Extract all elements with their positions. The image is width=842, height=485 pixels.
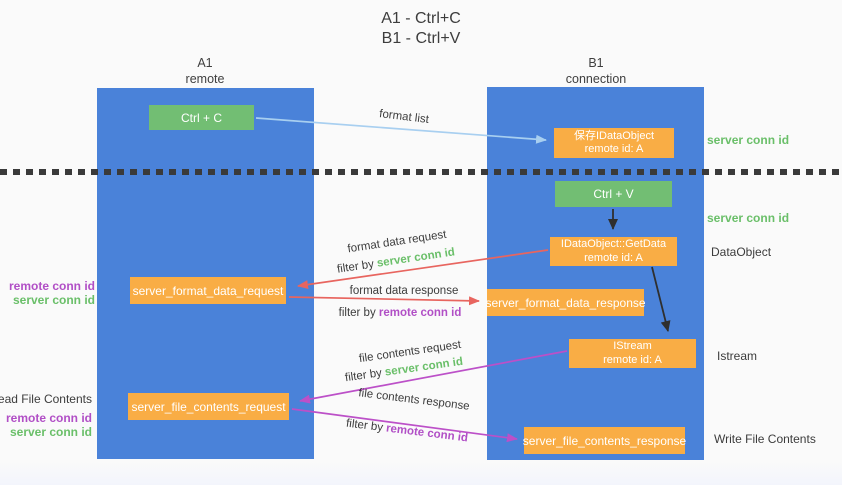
label-dataobject: DataObject [711,245,772,259]
label-istream: Istream [717,349,758,363]
filter-by-text-3: filter by [344,367,383,385]
arrow-label-filter-remote-conn-id-1: filter by remote conn id [339,307,462,319]
diagram-title: A1 - Ctrl+C B1 - Ctrl+V [0,9,842,50]
node-ctrl-c-label: Ctrl + C [180,110,222,125]
remote-conn-id-key-1: remote conn id [378,307,462,319]
filter-by-text-2: filter by [338,307,376,319]
lane-b1-title: B1 [588,56,604,70]
lane-a1-title: A1 [197,56,213,70]
node-ctrl-c: Ctrl + C [149,105,254,130]
node-file-response-label: server_file_contents_response [522,433,687,448]
format-data-response-arrow [288,296,480,306]
lane-b1-subtitle: connection [565,71,627,86]
arrow-label-file-contents-response: file contents response [357,387,471,413]
label-remote-conn-id-file: remote conn id [5,411,92,425]
node-server-file-contents-request: server_file_contents_request [128,393,289,420]
label-server-conn-id-top: server conn id [707,133,790,147]
node-idataobject-getdata: IDataObject::GetData remote id: A [550,237,677,266]
title-line-ctrl-v: B1 - Ctrl+V [381,30,461,48]
lane-a1-subtitle: remote [185,71,225,86]
machine-boundary-divider [0,169,842,175]
label-server-conn-id-mid: server conn id [707,211,790,225]
lane-header-b1: B1 connection [536,56,656,87]
node-getdata-line1: IDataObject::GetData [560,238,667,251]
node-istream-line1: IStream [613,340,652,353]
node-save-idataobject-line2: remote id: A [584,143,644,155]
remote-conn-id-key-2: remote conn id [385,422,469,445]
node-format-response-label: server_format_data_response [485,295,646,310]
node-istream: IStream remote id: A [569,339,696,368]
node-server-file-contents-response: server_file_contents_response [522,427,687,454]
label-server-conn-id-format: server conn id [12,293,95,307]
node-server-format-data-request: server_format_data_request [130,277,286,304]
filter-by-text-1: filter by [336,258,375,276]
lane-header-a1: A1 remote [145,56,265,87]
node-format-request-label: server_format_data_request [132,283,284,298]
node-save-idataobject-line1: 保存IDataObject [573,129,655,142]
node-ctrl-v: Ctrl + V [555,181,672,207]
node-ctrl-v-label: Ctrl + V [593,187,634,201]
node-save-idataobject: 保存IDataObject remote id: A [554,128,674,158]
label-write-file-contents: Write File Contents [714,432,816,446]
filter-by-text-4: filter by [345,417,384,434]
node-file-request-label: server_file_contents_request [131,399,286,414]
node-getdata-line2: remote id: A [584,251,643,264]
title-line-ctrl-c: A1 - Ctrl+C [381,10,461,27]
label-remote-conn-id-format: remote conn id [8,279,95,293]
arrow-label-format-list: format list [378,108,430,126]
node-server-format-data-response: server_format_data_response [485,289,646,316]
server-conn-id-key-1: server conn id [376,246,456,270]
label-server-conn-id-file: server conn id [9,425,92,439]
node-istream-line2: remote id: A [603,353,662,366]
arrow-label-format-data-response: format data response [349,285,459,297]
label-read-file-contents: Read File Contents [0,392,92,406]
arrow-label-filter-remote-conn-id-2: filter by remote conn id [345,418,468,445]
